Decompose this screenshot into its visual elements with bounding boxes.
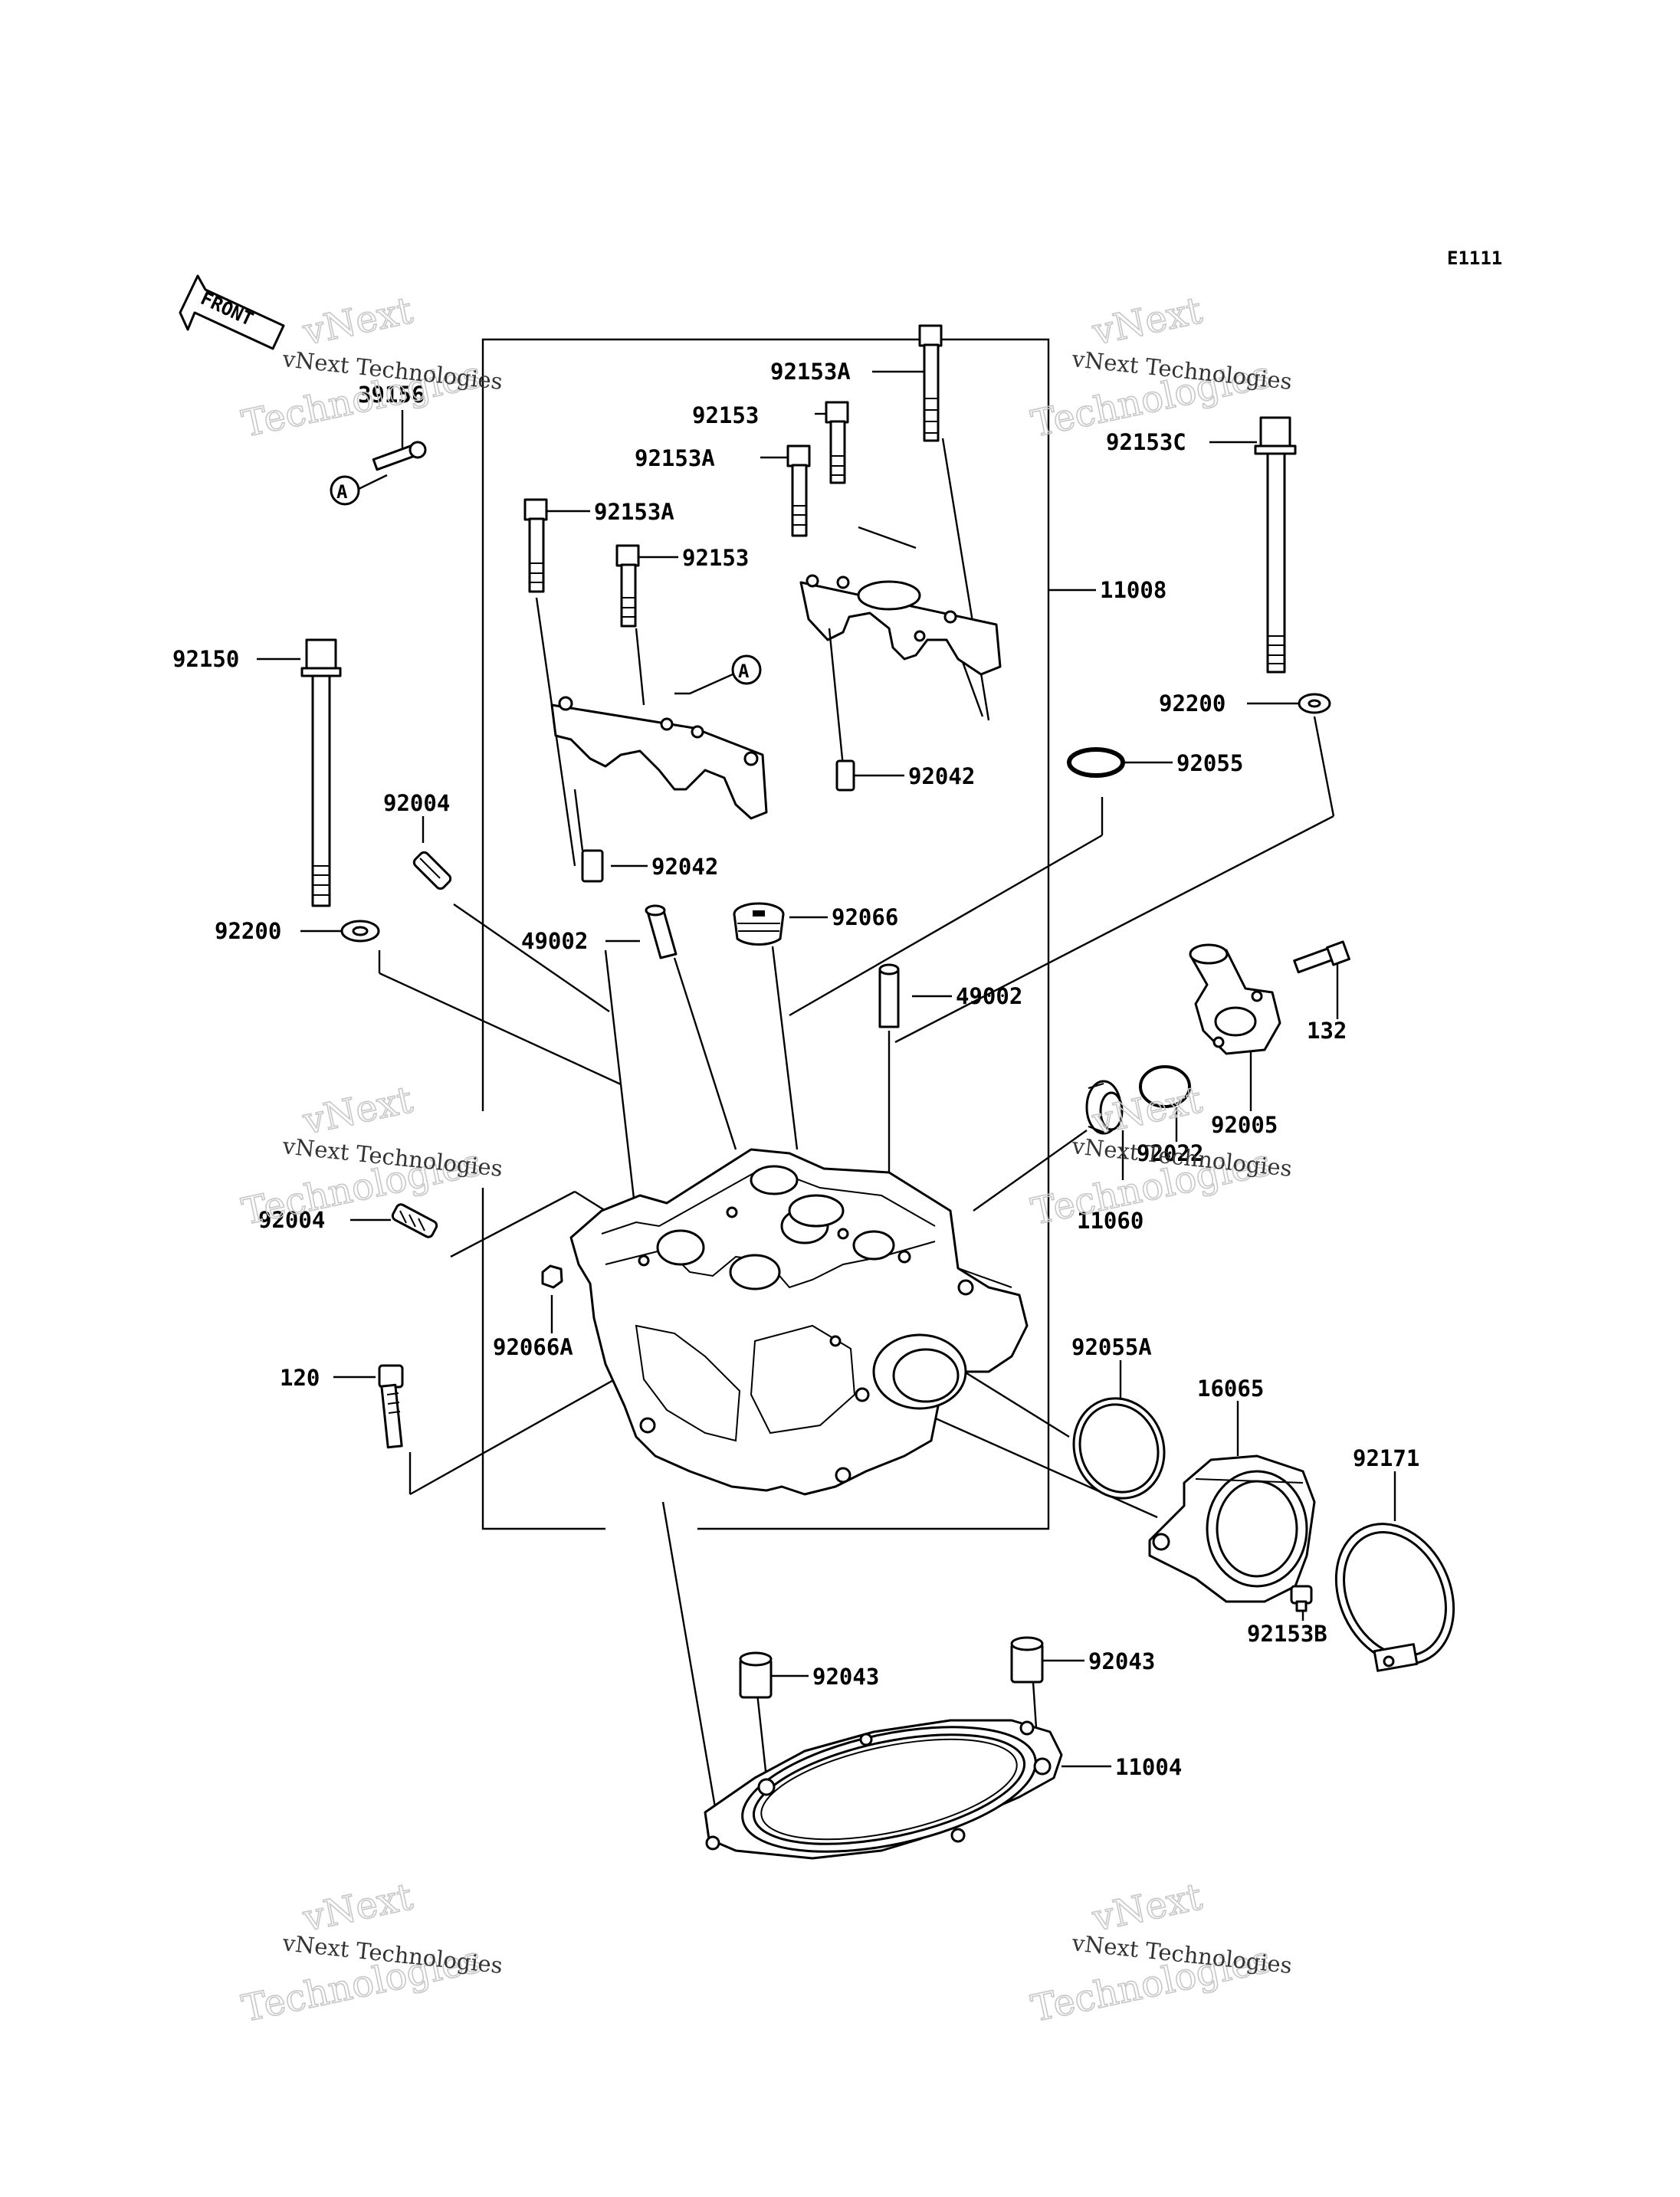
- part-labels: 39156 92153A 92153 92153A 92153A 92153 1…: [172, 359, 1419, 1780]
- label-92004-bottom: 92004: [258, 1207, 325, 1233]
- head-gasket-11004: [704, 1719, 1063, 1860]
- ref-marker-a-right: A: [674, 654, 762, 695]
- label-92153B: 92153B: [1247, 1621, 1327, 1647]
- bolt-92153A-left: [523, 498, 548, 593]
- dowel-pin-92042-right: [835, 759, 855, 792]
- label-92200-left: 92200: [215, 918, 281, 944]
- o-ring-92055: [1067, 747, 1125, 778]
- washer-92200-right: [1298, 693, 1331, 714]
- label-92153A-left: 92153A: [594, 499, 674, 525]
- label-92153A-mid: 92153A: [635, 445, 715, 471]
- label-92066A: 92066A: [493, 1334, 573, 1360]
- label-92153A-top: 92153A: [770, 359, 851, 385]
- bolt-92153C: [1254, 416, 1297, 674]
- label-92153-top: 92153: [692, 402, 759, 428]
- svg-text:vNext: vNext: [1088, 289, 1206, 354]
- washer-92200-left: [340, 920, 380, 943]
- o-ring-92055A: [1072, 1397, 1166, 1500]
- clamp-92171: [1334, 1523, 1455, 1672]
- label-49002-left: 49002: [521, 928, 588, 954]
- label-11004: 11004: [1115, 1754, 1182, 1780]
- svg-text:vNext: vNext: [299, 1875, 416, 1940]
- valve-guide-49002-left: [645, 904, 678, 959]
- bolt-92153-left: [615, 544, 640, 628]
- bolt-92150: [300, 638, 342, 907]
- svg-text:vNext: vNext: [1088, 1875, 1206, 1940]
- label-92153C: 92153C: [1106, 429, 1186, 455]
- camshaft-cap-right: [799, 574, 1002, 676]
- bolt-92153A-top: [918, 324, 943, 442]
- label-132: 132: [1307, 1018, 1347, 1044]
- leader-cap-right-pin: [828, 628, 845, 767]
- label-92043-left: 92043: [812, 1664, 879, 1690]
- ref-marker-a-left: A: [330, 474, 388, 506]
- cylinder-head: [569, 1148, 1029, 1496]
- watermark-mid-right: vNext Technologies vNext Technologies: [1027, 1077, 1293, 1234]
- label-92055A: 92055A: [1071, 1334, 1152, 1360]
- watermark-bottom-left: vNext Technologies vNext Technologies: [238, 1874, 504, 2031]
- label-92005: 92005: [1211, 1112, 1278, 1138]
- front-arrow-icon: FRONT: [179, 274, 285, 350]
- dowel-pin-92043-left: [739, 1651, 773, 1699]
- label-11008: 11008: [1100, 577, 1166, 603]
- label-39156: 39156: [358, 382, 425, 408]
- bolt-92153-top: [825, 401, 849, 484]
- label-16065: 16065: [1197, 1376, 1264, 1402]
- bolt-92153B: [1290, 1585, 1313, 1612]
- diagram-code: E1111: [1447, 248, 1502, 269]
- label-92042-left: 92042: [651, 854, 718, 880]
- watermark-bottom-right: vNext Technologies vNext Technologies: [1027, 1874, 1293, 2031]
- svg-text:vNext: vNext: [299, 1078, 416, 1143]
- label-92200-right: 92200: [1159, 690, 1226, 716]
- label-92043-right: 92043: [1088, 1648, 1155, 1674]
- watermark-top-right: vNext Technologies vNext Technologies: [1027, 288, 1293, 446]
- label-120: 120: [280, 1365, 320, 1391]
- o-ring-92022: [1139, 1065, 1191, 1108]
- camshaft-cap-left: [550, 696, 768, 820]
- label-92004-top: 92004: [383, 790, 450, 816]
- plug-92004-top: [412, 851, 452, 890]
- plug-92004-bottom: [391, 1203, 438, 1238]
- holder-16065: [1148, 1454, 1316, 1603]
- assembly-frame: [481, 338, 1096, 1530]
- dowel-pin-92042-left: [581, 849, 604, 883]
- svg-text:A: A: [336, 481, 348, 503]
- bolt-120: [378, 1364, 404, 1449]
- watermark-mid-left: vNext Technologies vNext Technologies: [238, 1077, 504, 1234]
- label-92022: 92022: [1137, 1140, 1203, 1166]
- valve-guide-49002-right: [878, 963, 900, 1028]
- plug-92066A: [541, 1264, 563, 1289]
- watermark-top-left: vNext Technologies vNext Technologies: [238, 288, 504, 446]
- plug-92066: [733, 902, 785, 946]
- label-92042-right: 92042: [908, 763, 975, 789]
- water-outlet-92005: [1189, 943, 1281, 1055]
- bolt-132: [1293, 940, 1350, 974]
- label-92153-left: 92153: [682, 545, 749, 571]
- label-92150: 92150: [172, 646, 239, 672]
- svg-text:vNext: vNext: [299, 289, 416, 354]
- label-92171: 92171: [1353, 1445, 1419, 1471]
- label-92066: 92066: [832, 904, 898, 930]
- leader-cap-left-pin: [573, 789, 584, 851]
- seal-11060: [1085, 1080, 1124, 1135]
- label-92055: 92055: [1176, 750, 1243, 776]
- label-49002-right: 49002: [956, 983, 1022, 1009]
- label-11060: 11060: [1077, 1208, 1144, 1234]
- dowel-pin-92043-right: [1010, 1636, 1044, 1684]
- svg-text:A: A: [738, 661, 750, 682]
- bolt-92153A-mid: [786, 444, 811, 537]
- leader-cap-left: [635, 628, 645, 706]
- leader-cap-right: [858, 526, 917, 549]
- bolt-39156: [372, 441, 427, 471]
